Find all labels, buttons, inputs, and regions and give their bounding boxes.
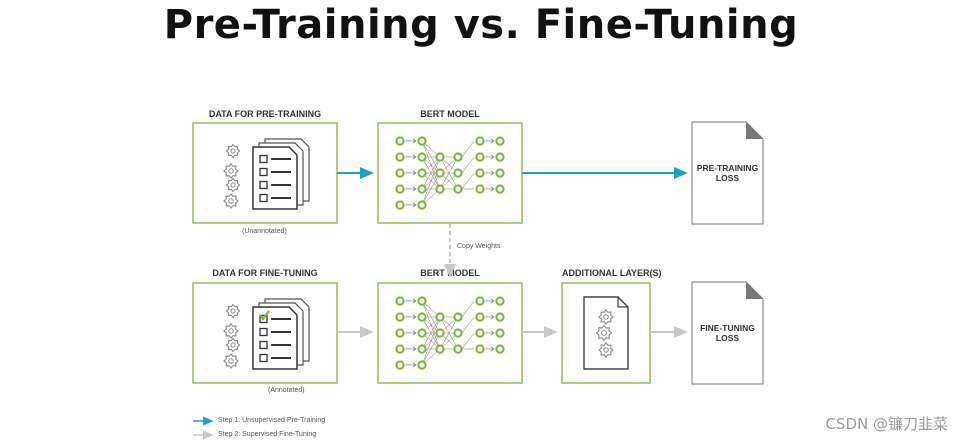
page-title: Pre-Training vs. Fine-Tuning bbox=[163, 2, 799, 48]
label-finetuning-loss: FINE-TUNING LOSS bbox=[692, 323, 763, 343]
finetuning-gear-icon-2 bbox=[223, 323, 239, 339]
label-unannotated: (Unannotated) bbox=[242, 228, 287, 235]
bert-bottom-neural-net-icon bbox=[395, 296, 505, 370]
finetuning-gear-icon-3 bbox=[225, 337, 241, 353]
pretraining-loss-doc-icon bbox=[691, 121, 764, 225]
label-copy-weights: Copy Weights bbox=[457, 243, 501, 250]
bert-top-neural-net-icon bbox=[395, 136, 505, 210]
pretraining-gear-icon-4 bbox=[223, 193, 239, 209]
label-additional-layers: ADDITIONAL LAYER(S) bbox=[562, 268, 662, 278]
pretraining-document-icon bbox=[252, 138, 310, 210]
finetuning-gear-icon-1 bbox=[225, 303, 241, 319]
label-data-pretraining: DATA FOR PRE-TRAINING bbox=[208, 109, 322, 119]
additional-gear-icon-1 bbox=[598, 309, 614, 325]
pretraining-gear-icon-2 bbox=[223, 163, 239, 179]
legend-step2: Step 2: Supervised Fine-Tuning bbox=[218, 431, 317, 438]
finetuning-gear-icon-4 bbox=[223, 353, 239, 369]
label-finetuning-loss-line2: LOSS bbox=[715, 333, 740, 343]
label-pretraining-loss-line1: PRE-TRAINING bbox=[696, 163, 759, 173]
label-bert-model-top: BERT MODEL bbox=[420, 109, 480, 119]
label-pretraining-loss-line2: LOSS bbox=[715, 173, 740, 183]
label-finetuning-loss-line1: FINE-TUNING bbox=[700, 323, 755, 333]
label-annotated: (Annotated) bbox=[268, 387, 305, 394]
additional-gear-icon-2 bbox=[595, 324, 613, 342]
pretraining-gear-icon-3 bbox=[225, 177, 241, 193]
label-pretraining-loss: PRE-TRAINING LOSS bbox=[692, 163, 763, 183]
label-data-finetuning: DATA FOR FINE-TUNING bbox=[212, 268, 318, 278]
finetuning-loss-doc-icon bbox=[691, 281, 764, 385]
additional-gear-icon-3 bbox=[598, 342, 614, 358]
watermark: CSDN @镰刀韭菜 bbox=[825, 415, 948, 433]
legend-step1: Step 1: Unsupervised Pre-Training bbox=[218, 417, 326, 424]
pretraining-gear-icon-1 bbox=[225, 143, 241, 159]
finetuning-document-icon bbox=[252, 298, 310, 370]
